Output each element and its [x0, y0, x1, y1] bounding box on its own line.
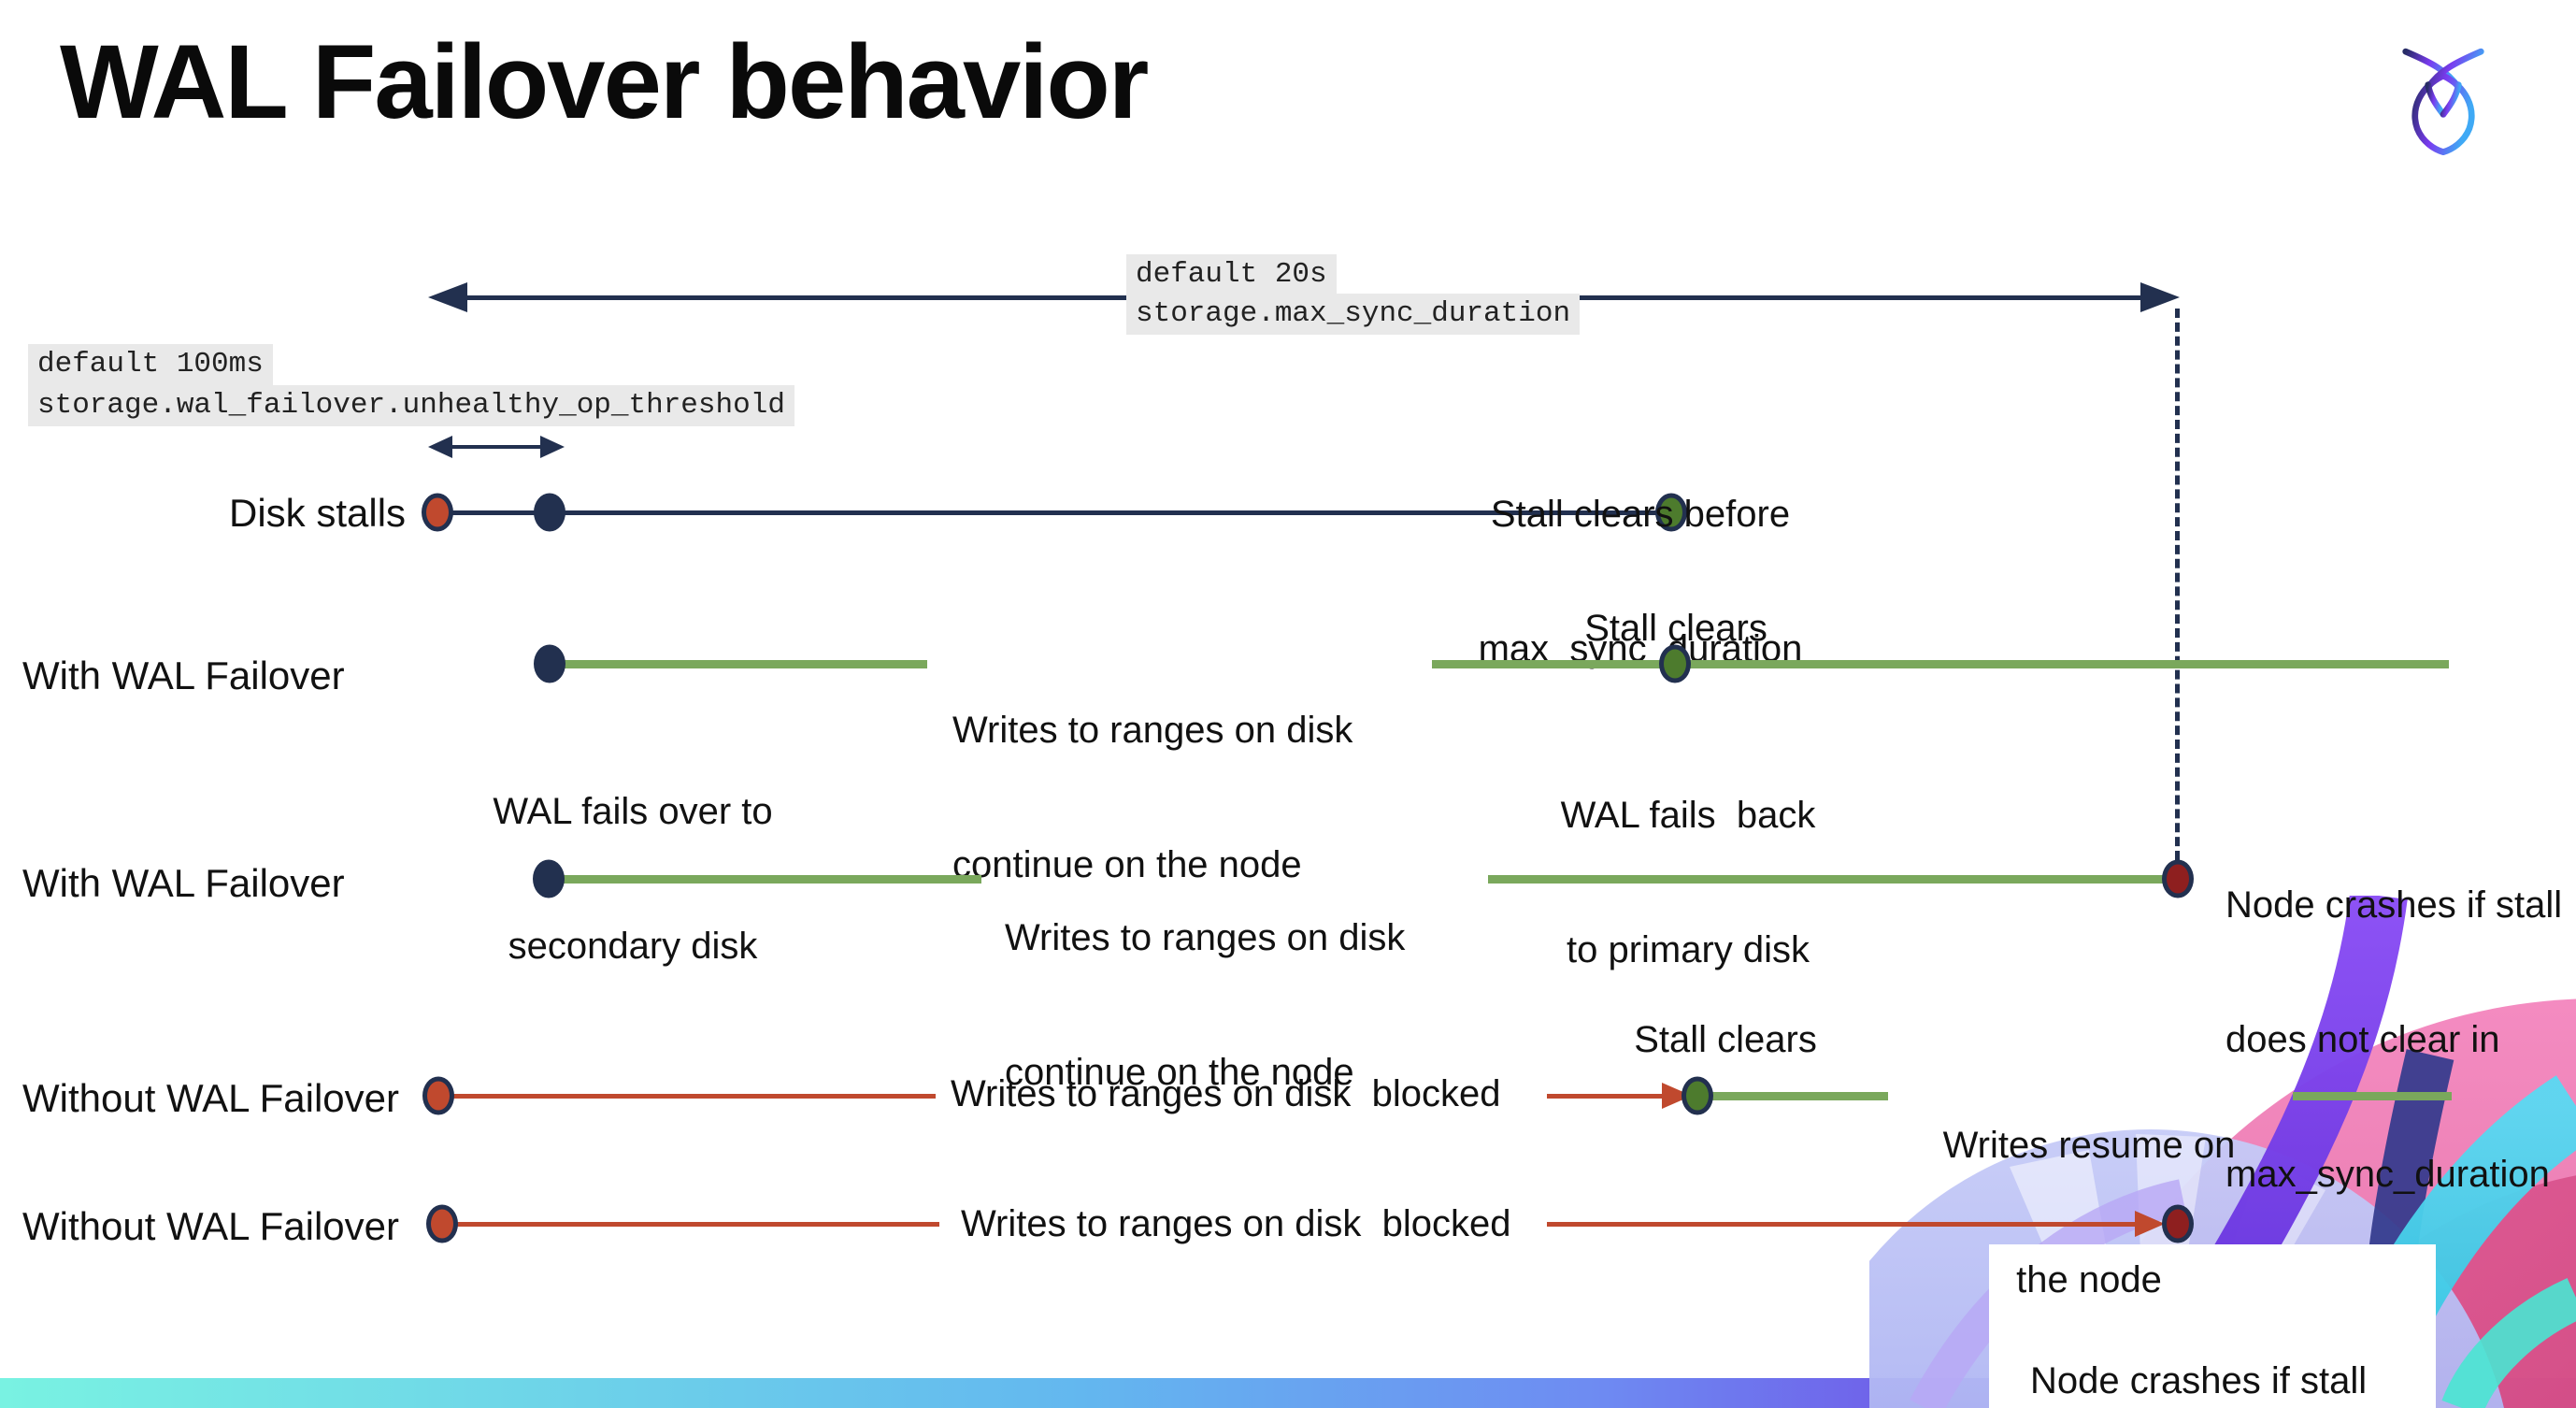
max-sync-arrow-left-head: [428, 282, 467, 312]
annotation-line: the node: [2016, 1259, 2162, 1300]
dashed-connector: [2175, 309, 2180, 860]
row-label-with-wal-failover-1: With WAL Failover: [22, 654, 345, 697]
event-dot-stall-clears: [1659, 644, 1691, 683]
annotation-line: Writes to ranges on disk: [952, 710, 1353, 751]
annotation-line: WAL fails over to: [493, 791, 773, 832]
row-label-without-wal-failover-2: Without WAL Failover: [22, 1204, 399, 1248]
annotation-writes-blocked-2: Writes to ranges on disk blocked: [961, 1203, 1511, 1244]
writes-blocked-line: [457, 1222, 939, 1227]
node-crash-callout-text: Node crashes if stall does not clear in …: [2030, 1269, 2367, 1408]
threshold-arrow-line: [449, 445, 542, 449]
writes-continue-line: [560, 875, 981, 884]
callout-line: Node crashes if stall: [2030, 1360, 2368, 1401]
annotation-line: max_sync_duration: [2225, 1154, 2550, 1195]
annotation-line: Node crashes if stall: [2225, 884, 2563, 926]
annotation-line: Writes to ranges on disk: [1005, 917, 1406, 958]
annotation-line: Writes resume on: [1942, 1125, 2236, 1166]
annotation-line: continue on the node: [1005, 1052, 1354, 1093]
setting-default-unhealthy-op: default 100ms: [28, 344, 273, 385]
event-dot-stall-start: [426, 1204, 458, 1243]
writes-blocked-line: [1547, 1222, 2136, 1227]
annotation-line: WAL fails back: [1560, 795, 1816, 836]
writes-continue-line: [561, 660, 927, 668]
annotation-line: does not clear in: [2225, 1019, 2500, 1060]
annotation-writes-continue-1: Writes to ranges on disk continue on the…: [952, 618, 1401, 977]
max-sync-arrow-right-head: [2140, 282, 2180, 312]
setting-name-max-sync: storage.max_sync_duration: [1126, 294, 1581, 335]
cockroachdb-logo: [2402, 48, 2484, 155]
annotation-node-crashes-1: Node crashes if stall does not clear in …: [2225, 793, 2576, 1286]
event-dot-stall-clears: [1682, 1076, 1713, 1115]
writes-blocked-line: [453, 1094, 936, 1099]
annotation-wal-fails-back: WAL fails back to primary disk: [1529, 703, 1847, 1062]
annotation-line: Stall clears before: [1490, 494, 1791, 535]
event-dot-node-crash: [2162, 859, 2194, 898]
event-dot-failover: [533, 859, 565, 898]
setting-default-max-sync: default 20s: [1126, 254, 1337, 295]
threshold-arrow-right-head: [540, 436, 565, 458]
annotation-writes-continue-2: Writes to ranges on disk continue on the…: [1005, 826, 1453, 1185]
node-crash-callout: Node crashes if stall does not clear in …: [1989, 1244, 2436, 1408]
writes-resume-line: [2293, 1092, 2452, 1100]
event-dot-stall-start: [422, 1076, 454, 1115]
writes-continue-line: [1432, 660, 2449, 668]
annotation-wal-fails-over: WAL fails over to secondary disk: [474, 699, 792, 1058]
teal-arc-shape: [2441, 1278, 2576, 1408]
event-dot-failover: [534, 644, 565, 683]
annotation-stall-clears-2: Stall clears: [1634, 1019, 1817, 1060]
row-label-without-wal-failover-1: Without WAL Failover: [22, 1076, 399, 1120]
writes-resume-line: [1710, 1092, 1888, 1100]
annotation-writes-blocked-1: Writes to ranges on disk blocked: [951, 1073, 1501, 1114]
disk-stall-timeline: [437, 510, 1671, 515]
event-dot-stall-start: [422, 493, 453, 532]
row-label-disk-stalls: Disk stalls: [229, 491, 407, 535]
annotation-writes-resume: Writes resume on the node: [1921, 1033, 2257, 1392]
setting-name-unhealthy-op: storage.wal_failover.unhealthy_op_thresh…: [28, 385, 794, 426]
event-dot-node-crash: [2162, 1204, 2194, 1243]
logo-branch: [2425, 81, 2447, 118]
writes-continue-line: [1488, 875, 2167, 884]
page-title: WAL Failover behavior: [60, 23, 1149, 140]
red-arrow-head: [2135, 1211, 2165, 1237]
annotation-line: secondary disk: [508, 926, 758, 967]
threshold-arrow-left-head: [428, 436, 452, 458]
writes-blocked-line: [1547, 1094, 1670, 1099]
annotation-stall-clears-1: Stall clears: [1584, 608, 1767, 649]
event-dot-threshold: [534, 493, 565, 532]
event-dot-stall-clears-early: [1655, 493, 1687, 532]
logo-branch: [2440, 81, 2462, 118]
row-label-with-wal-failover-2: With WAL Failover: [22, 861, 345, 905]
annotation-line: to primary disk: [1566, 929, 1810, 970]
